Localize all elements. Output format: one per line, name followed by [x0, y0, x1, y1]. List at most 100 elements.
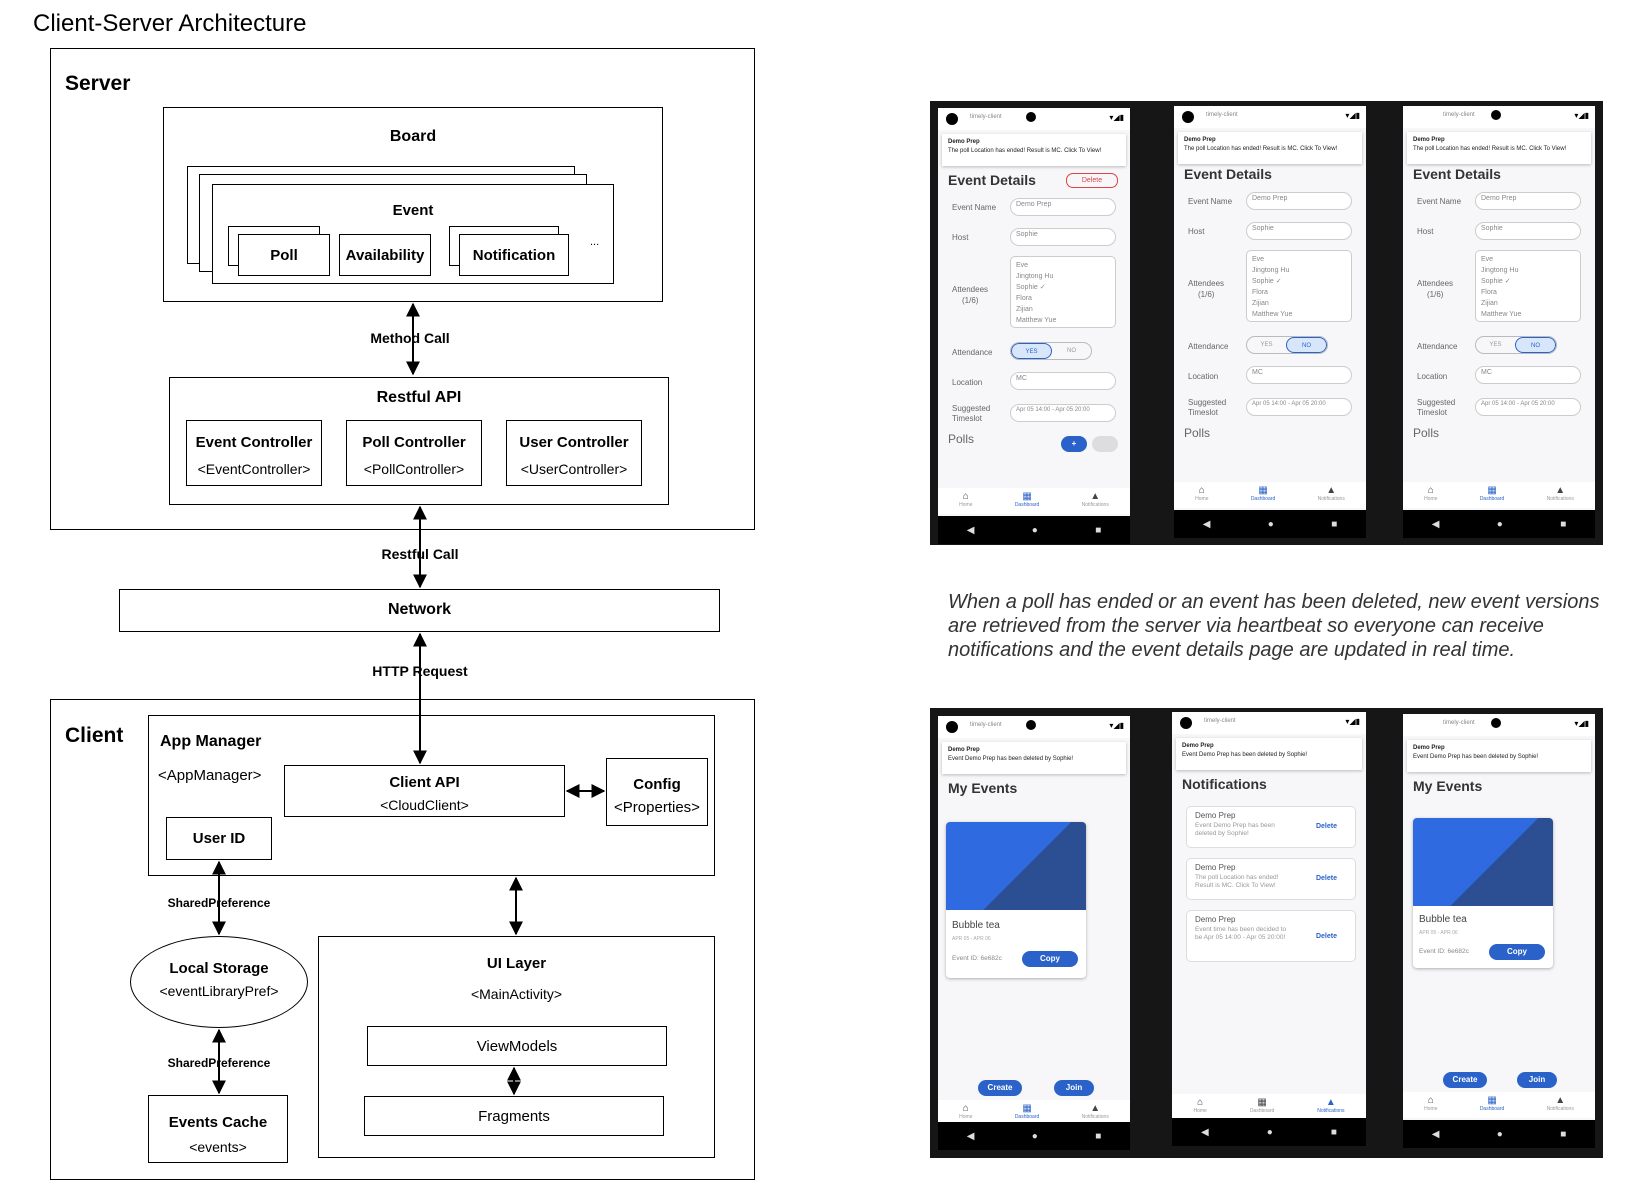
- notifications-title: Notifications: [1182, 776, 1267, 792]
- event-cover-image: [1413, 818, 1553, 906]
- screen-title: Event Details: [948, 172, 1036, 188]
- home-circle-icon[interactable]: ●: [1031, 524, 1038, 536]
- notification-delete-button[interactable]: Delete: [1315, 823, 1337, 830]
- notification-delete-button[interactable]: Delete: [1315, 875, 1337, 882]
- join-button[interactable]: Join: [1054, 1080, 1094, 1096]
- diagram-connectors: [212, 302, 606, 1096]
- back-icon: ◀: [1431, 1128, 1440, 1140]
- server-label: Server: [65, 72, 131, 95]
- recents-icon: ■: [1331, 518, 1338, 530]
- events-cache-label: Events Cache: [168, 1114, 268, 1131]
- screen-title: Event Details: [1184, 166, 1272, 182]
- copy-button[interactable]: Copy: [1489, 944, 1545, 960]
- dashboard-icon: ▦: [1487, 1095, 1497, 1106]
- event-name-field[interactable]: Demo Prep: [1010, 198, 1116, 216]
- poll-label: Poll: [270, 247, 298, 264]
- create-button[interactable]: Create: [1443, 1072, 1487, 1088]
- home-circle-icon: ●: [1266, 1126, 1273, 1138]
- home-icon: ⌂: [1427, 1095, 1434, 1106]
- back-icon: ◀: [1431, 518, 1440, 530]
- bell-icon: ▲: [1555, 1095, 1566, 1106]
- home-circle-icon: ●: [1496, 1128, 1503, 1140]
- timeslot-field[interactable]: Apr 05 14:00 - Apr 05 20:00: [1010, 404, 1116, 422]
- back-icon[interactable]: ◀: [966, 524, 975, 536]
- dashboard-icon: ▦: [1258, 485, 1268, 496]
- home-circle-icon: ●: [1496, 518, 1503, 530]
- event-controller-class: <EventController>: [197, 461, 311, 477]
- notification-card[interactable]: Demo Prep The poll Location has ended! R…: [1186, 858, 1356, 900]
- user-controller-label: User Controller: [519, 434, 629, 451]
- home-icon: ⌂: [962, 491, 969, 502]
- config-label: Config: [633, 776, 681, 793]
- back-icon: ◀: [1202, 518, 1211, 530]
- create-button[interactable]: Create: [978, 1080, 1022, 1096]
- viewmodels-box: [367, 1026, 667, 1066]
- network-label: Network: [387, 601, 452, 618]
- android-nav-bar: ◀ ● ■: [938, 516, 1130, 544]
- local-storage-label: Local Storage: [169, 960, 269, 977]
- notification-label: Notification: [472, 247, 556, 264]
- back-icon: ◀: [966, 1130, 975, 1142]
- recents-icon: ■: [1560, 518, 1567, 530]
- poll-toggle[interactable]: [1092, 436, 1118, 452]
- page-title: Client-Server Architecture: [33, 10, 307, 37]
- client-api-label: Client API: [389, 774, 460, 791]
- dashboard-icon: ▦: [1257, 1097, 1267, 1108]
- poll-controller-class: <PollController>: [363, 461, 465, 477]
- app-manager-label: App Manager: [160, 733, 262, 750]
- event-card[interactable]: Bubble tea APR 05 - APR 06 Event ID: 6e6…: [1413, 818, 1553, 968]
- home-icon: ⌂: [1427, 485, 1434, 496]
- event-cover-image: [946, 822, 1086, 910]
- notification-card[interactable]: Demo Prep Event Demo Prep has been delet…: [1186, 806, 1356, 848]
- user-id-box: [166, 817, 272, 860]
- add-poll-button[interactable]: +: [1061, 436, 1087, 452]
- notification-delete-button[interactable]: Delete: [1315, 933, 1337, 940]
- dashboard-icon: ▦: [1487, 485, 1497, 496]
- bell-icon: ▲: [1090, 491, 1101, 502]
- network-box: [119, 589, 720, 632]
- my-events-title: My Events: [948, 780, 1018, 796]
- notification-box: [459, 234, 569, 276]
- bottom-nav: ⌂Home ▦Dashboard ▲Notifications: [938, 488, 1130, 514]
- location-field[interactable]: MC: [1010, 372, 1116, 390]
- bell-icon: ▲: [1555, 485, 1566, 496]
- host-field[interactable]: Sophie: [1010, 228, 1116, 246]
- event-controller-box: [186, 420, 322, 486]
- bell-icon: ▲: [1090, 1103, 1101, 1114]
- poll-controller-label: Poll Controller: [362, 434, 466, 451]
- bell-icon: ▲: [1325, 1097, 1336, 1108]
- events-cache-class: <events>: [189, 1139, 247, 1155]
- bell-icon: ▲: [1326, 485, 1337, 496]
- ellipsis: ...: [590, 236, 600, 248]
- copy-button[interactable]: Copy: [1022, 951, 1078, 967]
- board-label: Board: [389, 128, 437, 145]
- event-controller-label: Event Controller: [195, 434, 313, 451]
- recents-icon: ■: [1330, 1126, 1337, 1138]
- home-circle-icon: ●: [1267, 518, 1274, 530]
- config-box: [606, 758, 708, 826]
- join-button[interactable]: Join: [1517, 1072, 1557, 1088]
- recents-icon: ■: [1095, 1130, 1102, 1142]
- client-api-class: <CloudClient>: [380, 797, 469, 813]
- availability-box: [339, 234, 431, 276]
- delete-button[interactable]: Delete: [1066, 173, 1118, 188]
- event-label: Event: [392, 202, 434, 219]
- fragments-label: Fragments: [478, 1108, 550, 1125]
- user-id-label: User ID: [192, 830, 246, 847]
- notification-card[interactable]: Demo Prep Event time has been decided to…: [1186, 910, 1356, 962]
- fragments-box: [364, 1096, 664, 1136]
- recents-icon[interactable]: ■: [1095, 524, 1102, 536]
- ui-layer-class: <MainActivity>: [470, 986, 563, 1002]
- back-icon: ◀: [1201, 1126, 1209, 1138]
- local-storage-ellipse: [130, 936, 308, 1028]
- event-card[interactable]: Bubble tea APR 05 - APR 06 Event ID: 6e6…: [946, 822, 1086, 978]
- home-icon: ⌂: [962, 1103, 969, 1114]
